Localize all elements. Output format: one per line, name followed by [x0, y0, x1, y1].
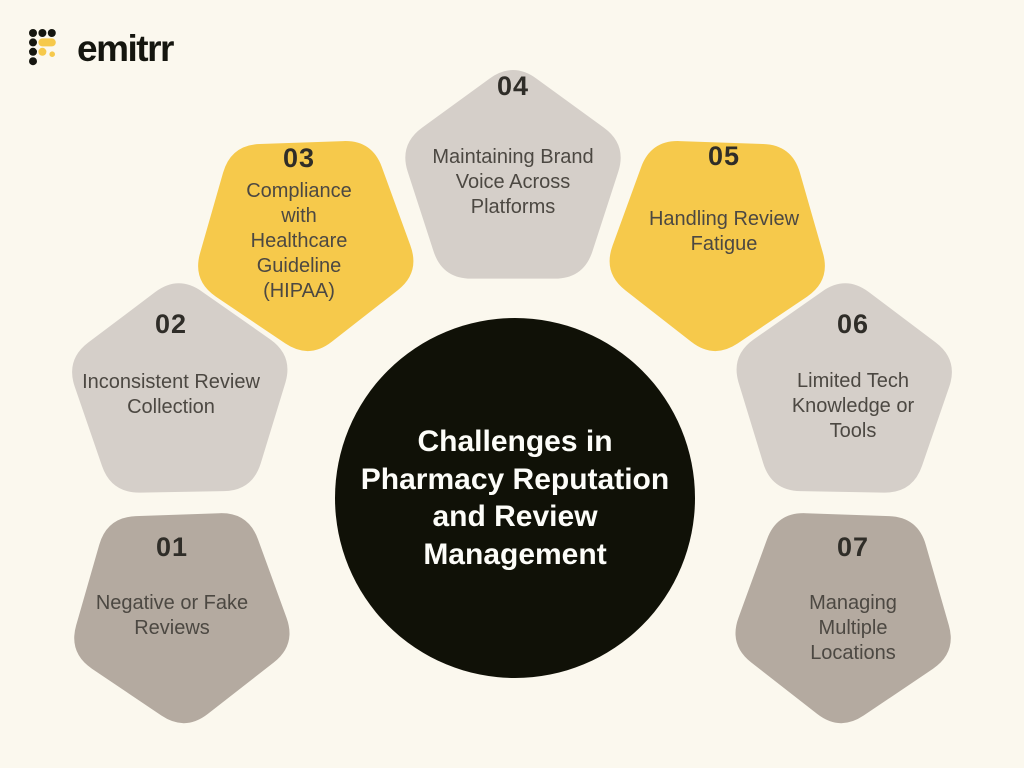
pentagon-shape-icon: [74, 513, 290, 724]
pentagon-shape-icon: [72, 283, 288, 493]
pentagon-shape-icon: [198, 141, 414, 352]
pentagon-content: 01 Negative or Fake Reviews: [52, 495, 292, 735]
item-label: Managing Multiple Locations: [809, 592, 897, 664]
item-label: Maintaining Brand Voice Across Platforms: [432, 146, 594, 218]
item-number: 05: [707, 141, 741, 171]
pentagon-content: 02 Inconsistent Review Collection: [51, 272, 291, 512]
pentagon-item-01: 01 Negative or Fake Reviews: [52, 495, 292, 735]
item-label: Negative or Fake Reviews: [95, 592, 249, 639]
pentagon-item-07: 07 Managing Multiple Locations: [733, 495, 973, 735]
pentagon-shape-icon: [405, 70, 621, 279]
center-title: Challenges in Pharmacy Reputation and Re…: [360, 425, 670, 571]
item-number: 03: [282, 143, 316, 173]
center-circle: Challenges in Pharmacy Reputation and Re…: [335, 318, 695, 678]
pentagon-content: 05 Handling Review Fatigue: [604, 112, 844, 352]
item-label: Limited Tech Knowledge or Tools: [791, 370, 915, 442]
emitrr-logo-icon: [29, 29, 56, 66]
pentagon-content: 04 Maintaining Brand Voice Across Platfo…: [393, 52, 633, 292]
pentagon-item-02: 02 Inconsistent Review Collection: [51, 272, 291, 512]
item-label: Handling Review Fatigue: [648, 208, 800, 255]
pentagon-item-06: 06 Limited Tech Knowledge or Tools: [733, 272, 973, 512]
emitrr-logo: emitrr: [28, 27, 174, 69]
item-number: 01: [155, 532, 189, 562]
pentagon-item-03: 03 Compliance with Healthcare Guideline …: [179, 112, 419, 352]
pentagon-content: 03 Compliance with Healthcare Guideline …: [179, 112, 419, 352]
item-label: Inconsistent Review Collection: [82, 371, 260, 418]
item-number: 06: [836, 309, 870, 339]
pentagon-item-04: 04 Maintaining Brand Voice Across Platfo…: [393, 52, 633, 292]
pentagon-shape-icon: [736, 283, 952, 493]
item-label: Compliance with Healthcare Guideline (HI…: [246, 180, 352, 302]
item-number: 04: [496, 71, 530, 101]
pentagon-shape-icon: [735, 513, 951, 724]
pentagon-content: 07 Managing Multiple Locations: [733, 495, 973, 735]
pentagon-content: 06 Limited Tech Knowledge or Tools: [733, 272, 973, 512]
pentagon-shape-icon: [609, 141, 825, 352]
item-number: 02: [154, 309, 188, 339]
pentagon-item-05: 05 Handling Review Fatigue: [604, 112, 844, 352]
emitrr-logo-text: emitrr: [77, 27, 174, 69]
item-number: 07: [836, 532, 870, 562]
